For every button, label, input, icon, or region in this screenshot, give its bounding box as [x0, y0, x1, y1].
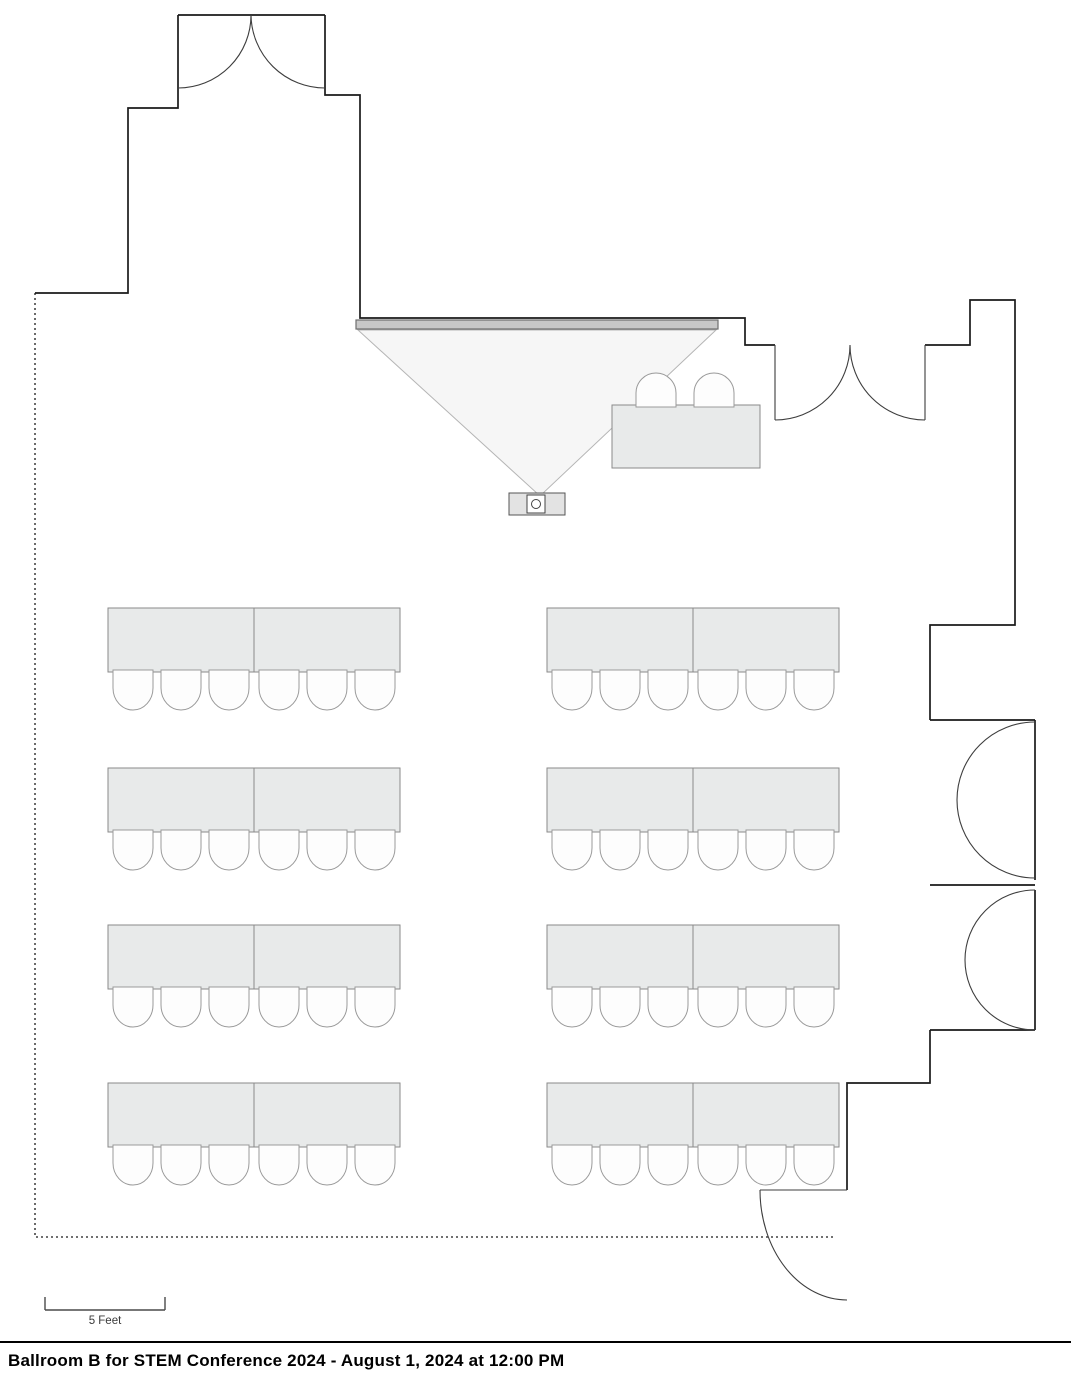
- banquet-table-top[interactable]: [107, 1082, 255, 1148]
- chair[interactable]: [160, 829, 202, 871]
- chair[interactable]: [697, 986, 739, 1028]
- banquet-table-group[interactable]: [107, 1082, 401, 1186]
- banquet-table-top[interactable]: [692, 1082, 840, 1148]
- chair[interactable]: [258, 1144, 300, 1186]
- banquet-table-top[interactable]: [253, 1082, 401, 1148]
- banquet-table-top[interactable]: [546, 767, 694, 833]
- projection-screen[interactable]: [355, 319, 719, 330]
- right-side-doors-icon: [956, 721, 1036, 1031]
- banquet-table-top[interactable]: [692, 767, 840, 833]
- banquet-table-group[interactable]: [546, 607, 840, 711]
- chair[interactable]: [693, 372, 735, 408]
- head-table-group[interactable]: [611, 372, 761, 469]
- chair[interactable]: [208, 829, 250, 871]
- chair[interactable]: [551, 986, 593, 1028]
- chair[interactable]: [112, 986, 154, 1028]
- chair[interactable]: [160, 669, 202, 711]
- chair[interactable]: [647, 986, 689, 1028]
- furniture-layer: [107, 372, 840, 1186]
- scale-bar-label: 5 Feet: [89, 1315, 122, 1327]
- chair[interactable]: [793, 986, 835, 1028]
- banquet-table-group[interactable]: [107, 607, 401, 711]
- chair[interactable]: [208, 1144, 250, 1186]
- chair[interactable]: [306, 1144, 348, 1186]
- chair[interactable]: [306, 829, 348, 871]
- chair[interactable]: [599, 986, 641, 1028]
- banquet-table-top[interactable]: [546, 607, 694, 673]
- head-table-top[interactable]: [611, 404, 761, 469]
- banquet-table-top[interactable]: [546, 924, 694, 990]
- plan-title: Ballroom B for STEM Conference 2024 - Au…: [8, 1351, 565, 1370]
- banquet-table-group[interactable]: [107, 924, 401, 1028]
- banquet-table-top[interactable]: [253, 924, 401, 990]
- upper-right-double-door-icon: [774, 344, 926, 421]
- chair[interactable]: [697, 1144, 739, 1186]
- chair[interactable]: [258, 829, 300, 871]
- banquet-table-top[interactable]: [692, 924, 840, 990]
- chair[interactable]: [599, 669, 641, 711]
- chair[interactable]: [793, 1144, 835, 1186]
- chair[interactable]: [647, 829, 689, 871]
- banquet-table-group[interactable]: [546, 924, 840, 1028]
- banquet-table-group[interactable]: [107, 767, 401, 871]
- chair[interactable]: [354, 1144, 396, 1186]
- banquet-table-top[interactable]: [253, 767, 401, 833]
- banquet-table-top[interactable]: [107, 607, 255, 673]
- chair[interactable]: [647, 1144, 689, 1186]
- chair[interactable]: [306, 986, 348, 1028]
- chair[interactable]: [551, 669, 593, 711]
- chair[interactable]: [354, 986, 396, 1028]
- banquet-table-top[interactable]: [107, 924, 255, 990]
- chair[interactable]: [599, 829, 641, 871]
- chair[interactable]: [599, 1144, 641, 1186]
- scale-bar: 5 Feet: [44, 1297, 166, 1327]
- bottom-right-door-icon: [759, 1189, 848, 1301]
- chair[interactable]: [160, 1144, 202, 1186]
- banquet-table-top[interactable]: [692, 607, 840, 673]
- chair[interactable]: [793, 669, 835, 711]
- chair[interactable]: [354, 669, 396, 711]
- chair[interactable]: [647, 669, 689, 711]
- banquet-table-top[interactable]: [253, 607, 401, 673]
- chair[interactable]: [551, 1144, 593, 1186]
- footer-bar: Ballroom B for STEM Conference 2024 - Au…: [0, 1341, 1071, 1371]
- chair[interactable]: [258, 986, 300, 1028]
- chair[interactable]: [160, 986, 202, 1028]
- chair[interactable]: [208, 986, 250, 1028]
- chair[interactable]: [697, 669, 739, 711]
- chair[interactable]: [208, 669, 250, 711]
- projector-lens-icon: [531, 499, 541, 509]
- chair[interactable]: [112, 669, 154, 711]
- entrance-double-door-icon: [177, 14, 326, 89]
- chair[interactable]: [306, 669, 348, 711]
- chair[interactable]: [697, 829, 739, 871]
- chair[interactable]: [551, 829, 593, 871]
- chair[interactable]: [635, 372, 677, 408]
- chair[interactable]: [745, 669, 787, 711]
- projector[interactable]: [508, 492, 566, 516]
- chair[interactable]: [745, 829, 787, 871]
- chair[interactable]: [112, 1144, 154, 1186]
- airwall-dashed-boundary: [34, 293, 833, 1238]
- banquet-table-group[interactable]: [546, 1082, 840, 1186]
- chair[interactable]: [745, 1144, 787, 1186]
- chair[interactable]: [745, 986, 787, 1028]
- projector-lens-housing: [526, 494, 546, 514]
- scale-bar-line: [44, 1297, 166, 1311]
- banquet-table-top[interactable]: [107, 767, 255, 833]
- banquet-table-group[interactable]: [546, 767, 840, 871]
- chair[interactable]: [258, 669, 300, 711]
- chair[interactable]: [793, 829, 835, 871]
- banquet-table-top[interactable]: [546, 1082, 694, 1148]
- chair[interactable]: [354, 829, 396, 871]
- chair[interactable]: [112, 829, 154, 871]
